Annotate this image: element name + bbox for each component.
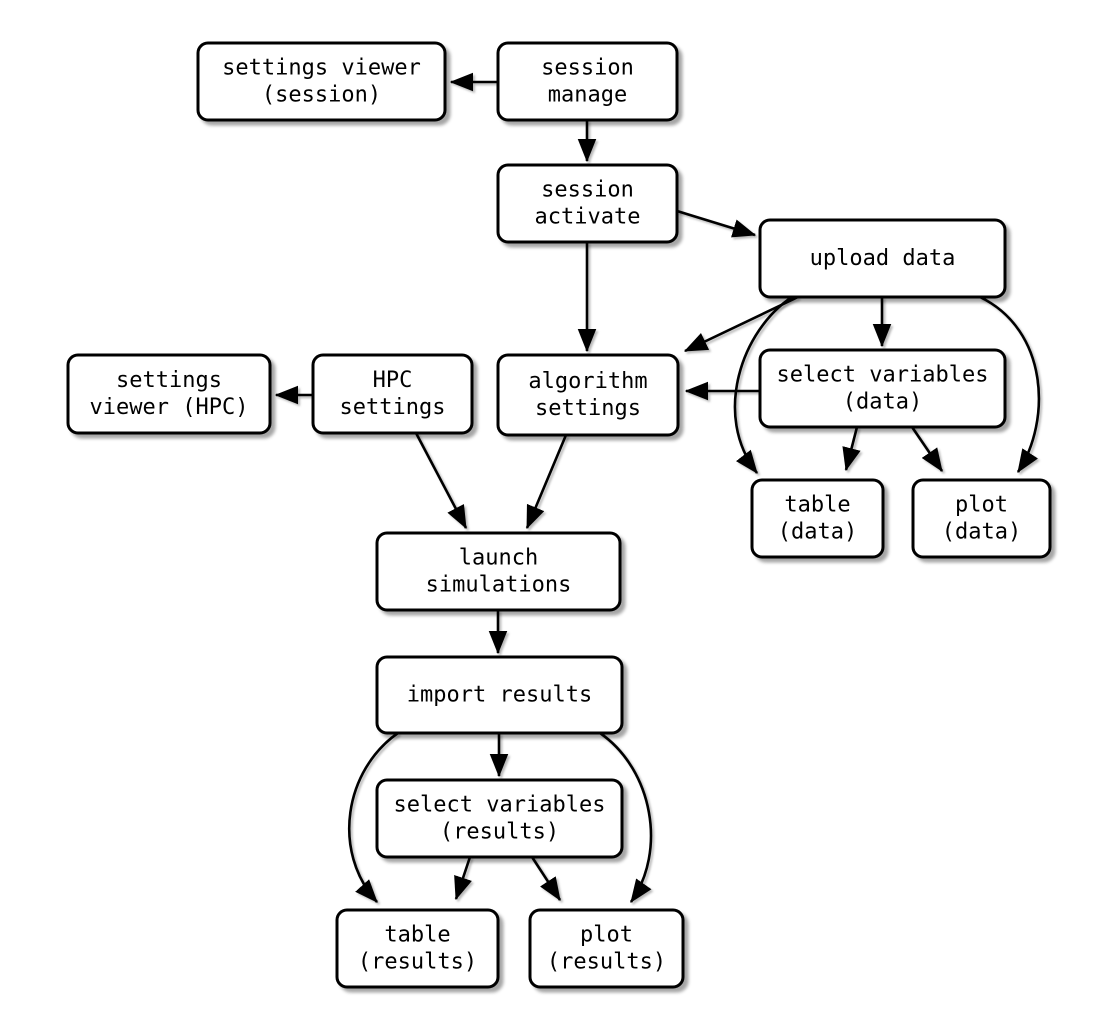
node-select-variables-data-label: select variables(data) bbox=[777, 363, 989, 415]
node-table-results: table(results) bbox=[335, 908, 500, 989]
node-plot-results-label: plot(results) bbox=[547, 923, 666, 975]
edge-select-variables-data--plot-data bbox=[910, 426, 944, 472]
node-table-data: table(data) bbox=[750, 478, 885, 559]
node-plot-data-label: plot(data) bbox=[942, 493, 1021, 545]
edge-select-variables-data--table-data bbox=[842, 426, 861, 472]
edges-layer bbox=[274, 72, 1041, 903]
node-session-activate-box bbox=[496, 163, 679, 244]
edge-hpc-settings--launch-simulations bbox=[414, 432, 468, 530]
node-table-data-label: table(data) bbox=[778, 493, 857, 545]
edge-select-variables-results--plot-results bbox=[530, 856, 562, 901]
node-plot-results-box bbox=[528, 908, 685, 989]
edge-session-activate--upload-data bbox=[676, 209, 757, 238]
node-algorithm-settings-box bbox=[496, 353, 680, 437]
node-select-variables-data-box bbox=[758, 348, 1007, 429]
node-select-variables-results: select variables(results) bbox=[375, 778, 624, 859]
node-upload-data-label: upload data bbox=[810, 246, 956, 271]
node-import-results-label: import results bbox=[407, 683, 592, 708]
node-launch-simulations-box bbox=[375, 531, 622, 612]
edge-import-results--table-results bbox=[347, 731, 399, 903]
node-import-results-box bbox=[375, 655, 624, 735]
node-plot-data-box bbox=[911, 478, 1052, 559]
node-settings-viewer-session: settings viewer(session) bbox=[196, 41, 447, 122]
node-session-manage-box bbox=[496, 41, 679, 122]
edge-upload-data--table-data bbox=[733, 295, 793, 474]
node-settings-viewer-hpc-box bbox=[66, 353, 272, 435]
node-import-results: import results bbox=[375, 655, 624, 735]
edge-algorithm-settings--launch-simulations bbox=[525, 434, 568, 530]
node-upload-data: upload data bbox=[758, 218, 1007, 299]
edge-upload-data--plot-data bbox=[979, 295, 1041, 473]
edge-import-results--plot-results bbox=[599, 731, 653, 903]
node-select-variables-data: select variables(data) bbox=[758, 348, 1007, 429]
node-hpc-settings-box bbox=[311, 353, 474, 435]
node-settings-viewer-session-box bbox=[196, 41, 447, 122]
node-select-variables-results-box bbox=[375, 778, 624, 859]
node-select-variables-results-label: select variables(results) bbox=[394, 793, 606, 845]
node-plot-results: plot(results) bbox=[528, 908, 685, 989]
node-table-data-box bbox=[750, 478, 885, 559]
node-settings-viewer-session-label: settings viewer(session) bbox=[222, 56, 421, 108]
edge-select-variables-results--table-results bbox=[454, 856, 472, 901]
node-plot-data: plot(data) bbox=[911, 478, 1052, 559]
node-upload-data-box bbox=[758, 218, 1007, 299]
node-table-results-label: table(results) bbox=[358, 923, 477, 975]
node-table-results-box bbox=[335, 908, 500, 989]
